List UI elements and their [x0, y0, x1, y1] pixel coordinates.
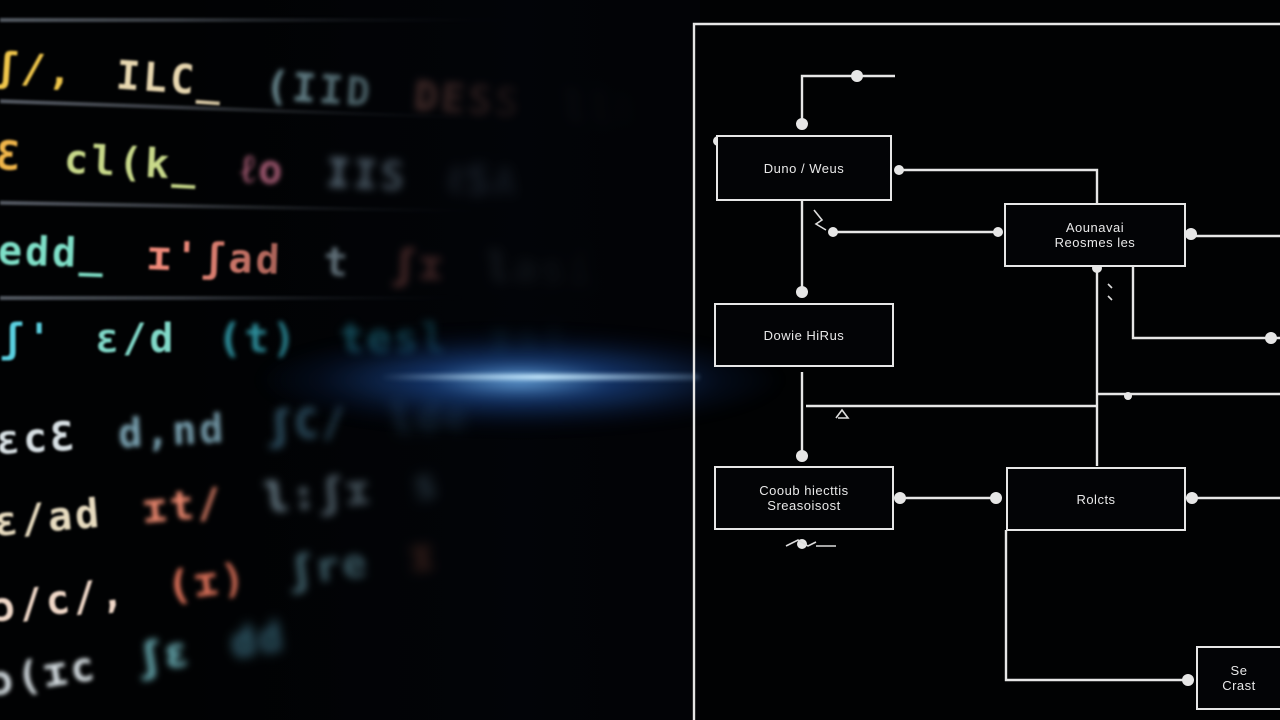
- node-label: Se: [1230, 663, 1248, 678]
- node-duno-weus: Duno / Weus: [716, 135, 892, 201]
- connector-line: [898, 168, 1099, 204]
- node-aounavai: Aounavai Reosmes les: [1004, 203, 1186, 267]
- glyph-marks: [785, 209, 1113, 547]
- node-label: Cooub hiecttis: [759, 483, 849, 498]
- node-dowie-hirus: Dowie HiRus: [714, 303, 894, 367]
- node-rolcts: Rolcts: [1006, 467, 1186, 531]
- connector-dot: [1124, 392, 1132, 400]
- node-cooub: Cooub hiecttis Sreasoisost: [714, 466, 894, 530]
- connector-dot: [1186, 492, 1198, 504]
- node-label: Sreasoisost: [767, 498, 841, 513]
- connector-line: [800, 74, 895, 124]
- glyph-mark: [813, 209, 827, 231]
- light-streak: [380, 374, 700, 380]
- connector-lines: [692, 22, 1280, 720]
- connector-dot: [796, 286, 808, 298]
- connector-dot: [1265, 332, 1277, 344]
- node-label: Aounavai: [1065, 220, 1125, 235]
- connector-dot: [828, 227, 838, 237]
- node-se-crast: Se Crast: [1196, 646, 1280, 710]
- connector-dot: [1185, 228, 1197, 240]
- glyph-mark: [1107, 283, 1113, 301]
- node-label: Dowie HiRus: [763, 327, 845, 343]
- connector-dot: [990, 492, 1002, 504]
- node-label: Rolcts: [1076, 491, 1116, 507]
- node-label: Duno / Weus: [763, 160, 845, 176]
- connector-dot: [894, 492, 906, 504]
- frame-line: [692, 22, 1280, 720]
- connector-dot: [894, 165, 904, 175]
- glyph-mark: [785, 539, 836, 547]
- glyph-mark: [835, 408, 850, 419]
- connector-dot: [993, 227, 1003, 237]
- connector-dot: [796, 450, 808, 462]
- connector-dot: [796, 118, 808, 130]
- connector-dot: [1182, 674, 1194, 686]
- connector-dot: [851, 70, 863, 82]
- connector-line: [1131, 266, 1280, 340]
- connector-nodes: [713, 70, 1277, 686]
- node-label: Reosmes les: [1054, 235, 1136, 250]
- node-label: Crast: [1222, 678, 1256, 693]
- connector-line: [1004, 530, 1190, 682]
